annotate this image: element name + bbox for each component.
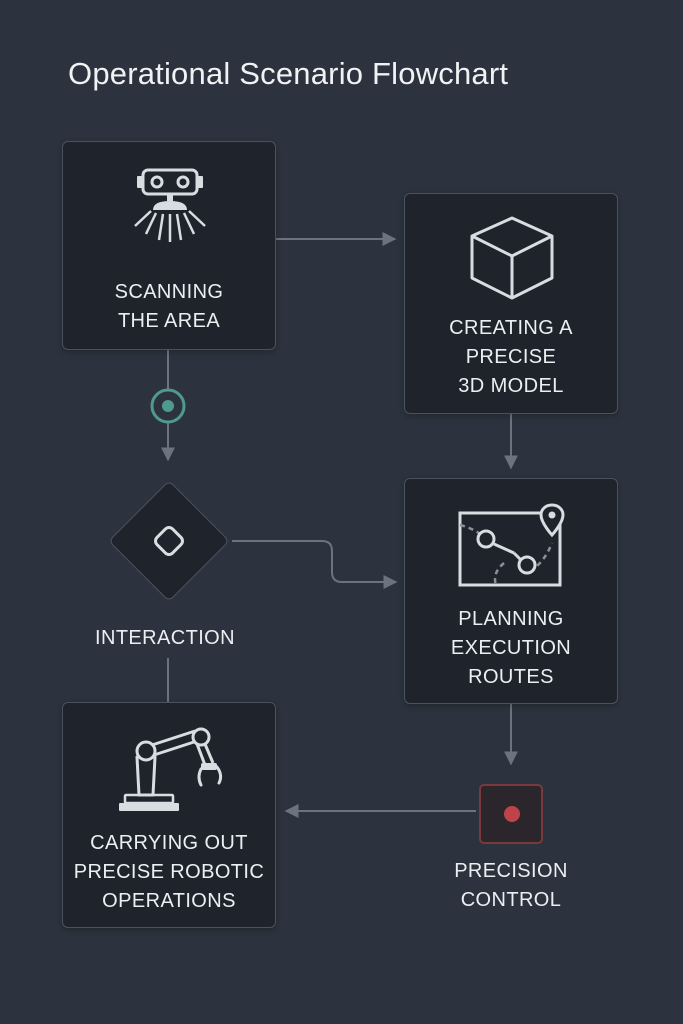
- node-planning-routes[interactable]: PLANNING EXECUTION ROUTES: [404, 478, 618, 704]
- record-dot-icon: [504, 806, 520, 822]
- cube-icon: [470, 216, 554, 300]
- node-3d-model[interactable]: CREATING A PRECISE 3D MODEL: [404, 193, 618, 414]
- checkpoint-ring-icon: [150, 388, 186, 424]
- route-map-icon: [458, 503, 565, 587]
- scanner-robot-icon: [134, 168, 206, 242]
- node-interaction-label: INTERACTION: [95, 627, 235, 649]
- node-planning-label: PLANNING EXECUTION ROUTES: [450, 608, 572, 688]
- page-title: Operational Scenario Flowchart: [68, 56, 509, 91]
- node-scanning-area[interactable]: SCANNING THE AREA: [62, 141, 276, 350]
- node-3d-model-label: CREATING A PRECISE 3D MODEL: [449, 317, 573, 397]
- robot-arm-icon: [119, 727, 223, 811]
- node-robotic-operations[interactable]: CARRYING OUT PRECISE ROBOTIC OPERATIONS: [62, 702, 276, 928]
- checkpoint-dot: [162, 400, 174, 412]
- arrow-interaction-to-planning: [232, 540, 398, 589]
- node-scanning-label: SCANNING THE AREA: [114, 281, 224, 332]
- node-operations-label: CARRYING OUT PRECISE ROBOTIC OPERATIONS: [73, 832, 265, 912]
- node-precision-control[interactable]: [479, 784, 543, 844]
- node-precision-label: PRECISION CONTROL: [454, 860, 568, 911]
- diamond-icon: [154, 526, 184, 556]
